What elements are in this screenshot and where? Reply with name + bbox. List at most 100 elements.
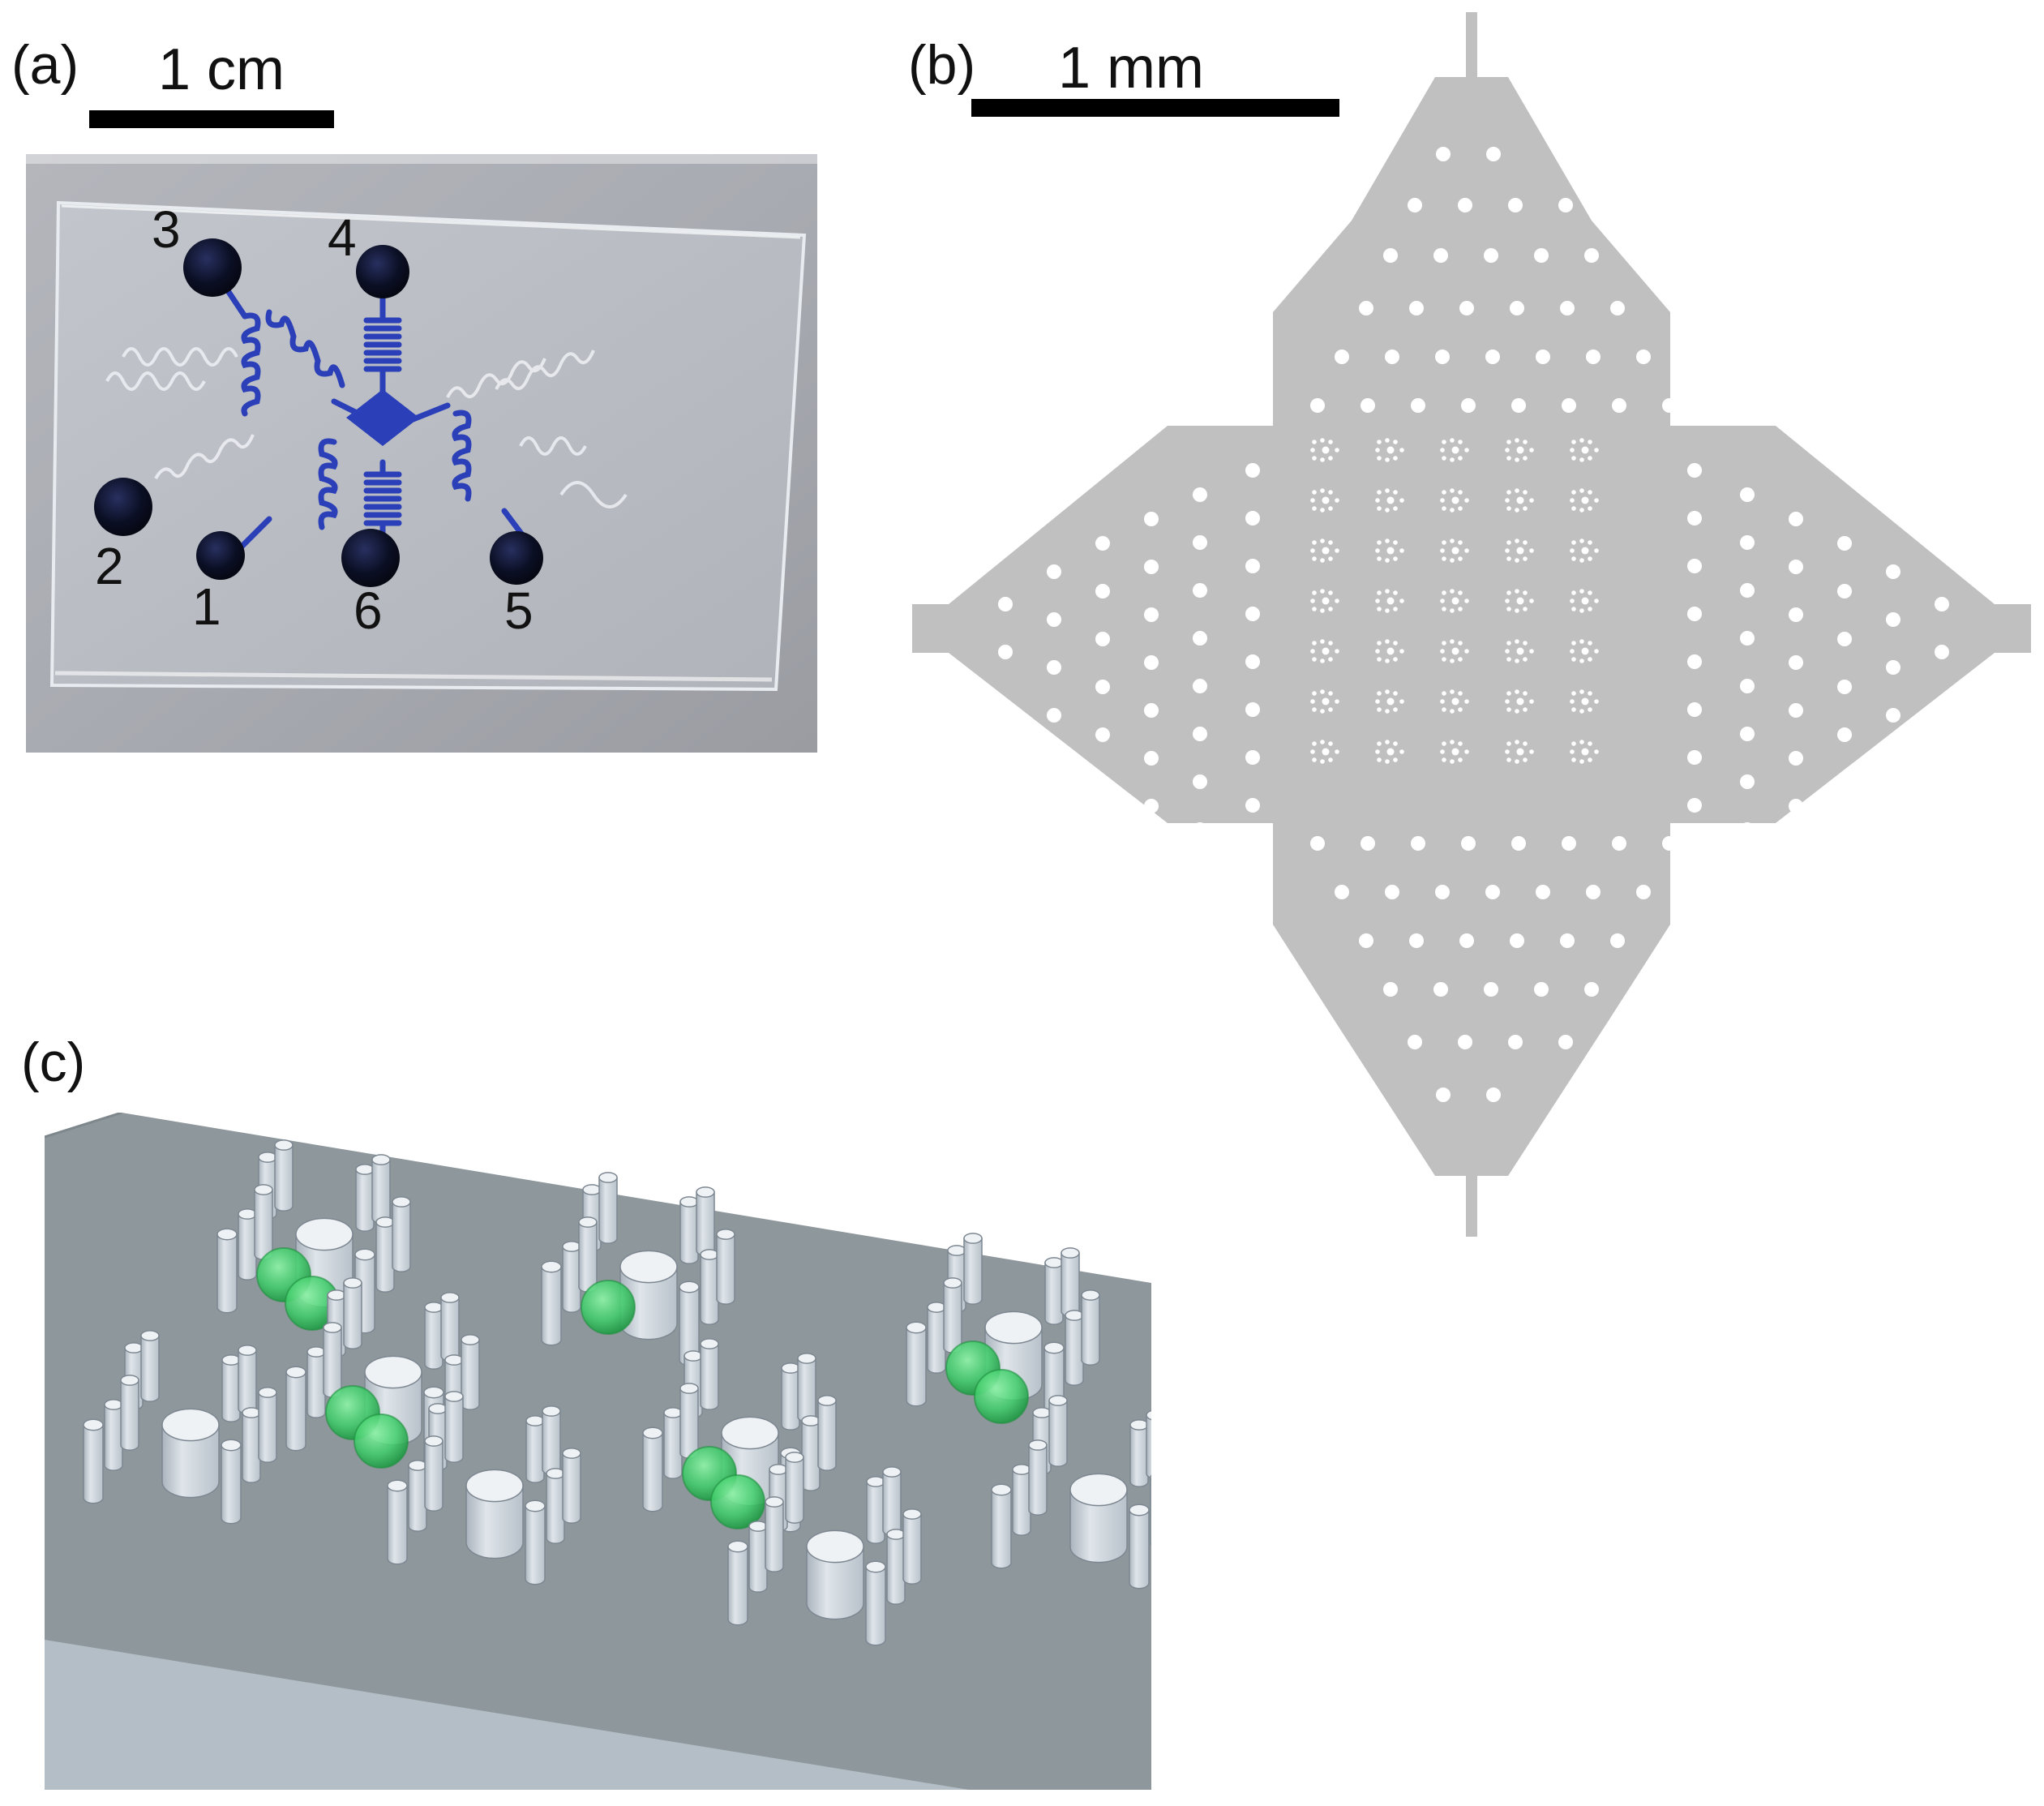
trap-hole	[1529, 649, 1534, 654]
pillar	[785, 1452, 804, 1524]
pillar-hole	[1789, 512, 1803, 526]
pillar-hole	[1687, 798, 1702, 813]
trap-hole	[1335, 548, 1339, 553]
trap-hole	[1312, 506, 1317, 511]
trap-hole	[1458, 440, 1463, 444]
pillar	[642, 1426, 663, 1512]
pillar-hole	[1740, 679, 1755, 693]
pillar-hole	[1534, 248, 1549, 263]
trap-hole	[1571, 590, 1576, 595]
pillar-hole	[1508, 1035, 1523, 1049]
trap-hole	[1386, 597, 1395, 605]
trap-hole	[1516, 496, 1524, 504]
pillar-hole	[1411, 836, 1425, 851]
pillar	[562, 1448, 581, 1524]
trap-hole	[1335, 649, 1339, 654]
port-label-5: 5	[504, 581, 533, 640]
trap-hole	[1571, 490, 1576, 495]
trap-hole	[1594, 498, 1599, 503]
trap-hole	[1393, 440, 1398, 444]
trap-hole	[1320, 538, 1325, 543]
trap-hole	[1515, 709, 1519, 714]
trap-hole	[1571, 707, 1576, 712]
pillar	[440, 1292, 460, 1362]
trap-hole	[1335, 448, 1339, 453]
pillar-hole	[1789, 799, 1803, 813]
pillar-hole	[1837, 584, 1852, 598]
pillar-hole	[1636, 885, 1651, 899]
trap-hole	[1399, 448, 1404, 453]
pillar-hole	[1687, 846, 1702, 860]
trap-hole	[1458, 490, 1463, 495]
trap-hole	[1571, 757, 1576, 762]
pillar-hole	[1361, 398, 1375, 413]
trap-hole	[1310, 548, 1315, 553]
panel-a-scale-text: 1 cm	[158, 37, 285, 102]
trap-hole	[1594, 548, 1599, 553]
pillar	[748, 1521, 768, 1593]
trap-hole	[1377, 556, 1382, 561]
pillar-hole	[1740, 774, 1755, 789]
trap-hole	[1505, 548, 1510, 553]
trap-hole	[1320, 658, 1325, 663]
trap-hole	[1442, 506, 1446, 511]
pillar-hole	[1612, 836, 1626, 851]
trap-hole	[1579, 658, 1584, 663]
pillar-hole	[1886, 612, 1900, 627]
trap-hole	[1594, 649, 1599, 654]
port-label-1: 1	[192, 577, 221, 636]
trap-hole	[1523, 590, 1528, 595]
pillar-hole	[1662, 836, 1677, 851]
trap-hole	[1377, 707, 1382, 712]
trap-hole	[1505, 649, 1510, 654]
trap-hole	[1523, 607, 1528, 611]
trap-hole	[1516, 748, 1524, 756]
pillar	[578, 1216, 598, 1293]
pillar-hole	[1789, 751, 1803, 766]
trap-hole	[1328, 607, 1333, 611]
panel-a-label: (a)	[11, 34, 79, 96]
trap-hole	[1385, 639, 1390, 644]
port-6	[341, 529, 400, 587]
pillar	[424, 1435, 444, 1512]
trap-hole	[1506, 657, 1511, 662]
trap-hole	[1594, 699, 1599, 704]
trap-hole	[1523, 556, 1528, 561]
trap-hole	[1399, 699, 1404, 704]
trap-hole	[1385, 740, 1390, 744]
trap-hole	[1320, 457, 1325, 462]
port-1	[196, 531, 245, 580]
trap-hole	[1442, 741, 1446, 746]
pillar-hole	[1837, 632, 1852, 646]
trap-hole	[1312, 641, 1317, 646]
trap-hole	[1579, 438, 1584, 443]
trap-hole	[1377, 641, 1382, 646]
trap-hole	[1523, 506, 1528, 511]
pillar-hole	[1095, 536, 1110, 551]
pillar	[140, 1330, 160, 1402]
trap-hole	[1505, 749, 1510, 754]
pillar	[258, 1387, 277, 1463]
trap-hole	[1506, 641, 1511, 646]
trap-hole	[1393, 691, 1398, 696]
pillar	[285, 1366, 306, 1452]
pillar-hole	[1461, 836, 1476, 851]
pillar-hole	[1461, 398, 1476, 413]
trap-hole	[1581, 547, 1589, 555]
pillar	[408, 1460, 427, 1532]
trap-hole	[1588, 641, 1592, 646]
pillar-hole	[1383, 982, 1398, 997]
trap-hole	[1505, 498, 1510, 503]
trap-hole	[1442, 607, 1446, 611]
trap-hole	[1581, 597, 1589, 605]
trap-hole	[1440, 448, 1445, 453]
cell-bead	[581, 1280, 636, 1335]
trap-hole	[1571, 540, 1576, 545]
pillar	[465, 1469, 524, 1559]
pillar-hole	[1047, 564, 1061, 579]
trap-hole	[1312, 590, 1317, 595]
pillar-hole	[1740, 583, 1755, 598]
trap-hole	[1581, 496, 1589, 504]
pillar-hole	[1584, 248, 1599, 263]
cell-bead	[710, 1474, 765, 1529]
